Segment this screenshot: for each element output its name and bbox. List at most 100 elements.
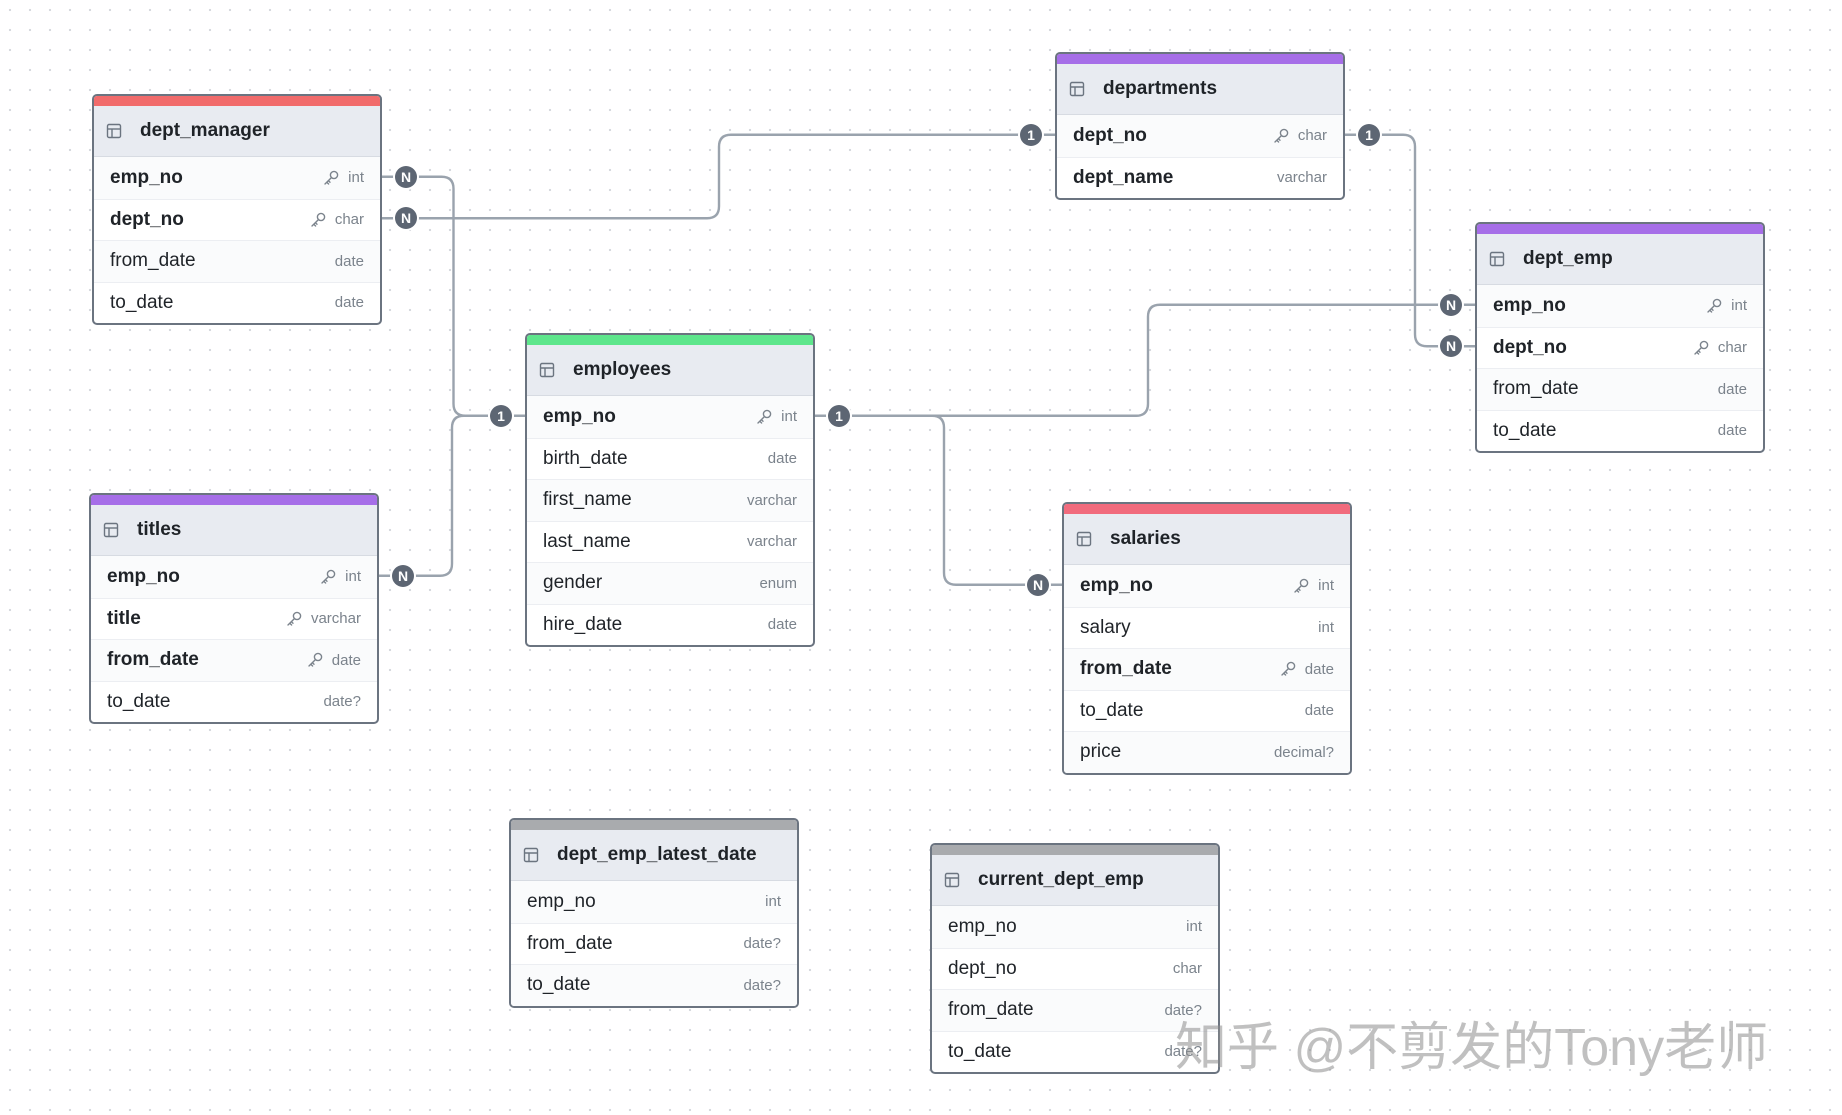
column-type-label: date — [767, 616, 797, 634]
column-type: int — [1318, 619, 1334, 636]
column-type-label: date? — [743, 935, 781, 953]
table-header[interactable]: dept_emp — [1477, 234, 1763, 285]
table-icon — [523, 847, 539, 863]
column-name: dept_name — [1073, 166, 1174, 188]
column-name: dept_no — [948, 957, 1017, 979]
column-name: gender — [543, 572, 603, 594]
column-type-label: int — [765, 893, 781, 911]
column-type-label: date — [331, 651, 361, 669]
relation-line[interactable] — [815, 303, 1475, 417]
column-row[interactable]: emp_no int — [94, 157, 380, 199]
cardinality-badge: 1 — [1358, 123, 1380, 146]
column-name: emp_no — [110, 166, 183, 188]
column-type: date — [768, 450, 797, 467]
table-header[interactable]: current_dept_emp — [932, 855, 1218, 906]
column-type: int — [765, 893, 781, 910]
table-header[interactable]: dept_manager — [94, 106, 380, 157]
column-type-label: date — [1304, 702, 1334, 720]
column-row[interactable]: hire_date date — [527, 603, 813, 646]
column-name: hire_date — [543, 613, 623, 635]
column-type: varchar — [747, 492, 797, 509]
column-type-label: int — [1731, 297, 1747, 315]
relation-line[interactable] — [382, 133, 1055, 220]
column-type: char — [1692, 339, 1747, 357]
table-header[interactable]: employees — [527, 345, 813, 396]
key-icon — [1694, 340, 1709, 355]
column-type-label: decimal? — [1273, 743, 1334, 761]
column-type: char — [1272, 127, 1327, 145]
column-name: last_name — [543, 530, 631, 552]
key-icon — [287, 611, 302, 626]
cardinality-badge: N — [395, 165, 417, 188]
column-name: to_date — [110, 291, 174, 313]
column-type-label: date — [1717, 422, 1747, 440]
column-name: price — [1080, 741, 1122, 763]
relation-line[interactable] — [379, 414, 525, 577]
column-type-label: varchar — [746, 491, 797, 509]
table-color-bar — [932, 845, 1218, 855]
column-type: int — [1705, 297, 1747, 315]
cardinality-badge: N — [392, 564, 414, 587]
column-name: to_date — [527, 974, 591, 996]
column-row[interactable]: price decimal? — [1064, 731, 1350, 773]
table-header[interactable]: titles — [91, 505, 377, 556]
column-type-label: int — [345, 568, 361, 586]
column-type-label: varchar — [1276, 169, 1327, 187]
key-icon — [1274, 128, 1289, 143]
column-type-label: date? — [1164, 1001, 1202, 1019]
table-header[interactable]: salaries — [1064, 514, 1350, 565]
table-icon — [103, 522, 119, 538]
column-type: date? — [1164, 1043, 1202, 1060]
table-name: dept_emp — [1523, 248, 1613, 269]
column-row[interactable]: dept_name varchar — [1057, 156, 1343, 199]
key-icon — [324, 170, 339, 185]
table-header[interactable]: departments — [1057, 64, 1343, 115]
column-name: from_date — [110, 250, 196, 272]
table-header[interactable]: dept_emp_latest_date — [511, 830, 797, 881]
column-type: int — [322, 169, 364, 187]
column-name: title — [107, 607, 141, 629]
column-type: date — [1279, 660, 1334, 678]
column-type: varchar — [1277, 169, 1327, 186]
column-type-label: date — [767, 450, 797, 468]
relation-line[interactable] — [815, 414, 1062, 586]
